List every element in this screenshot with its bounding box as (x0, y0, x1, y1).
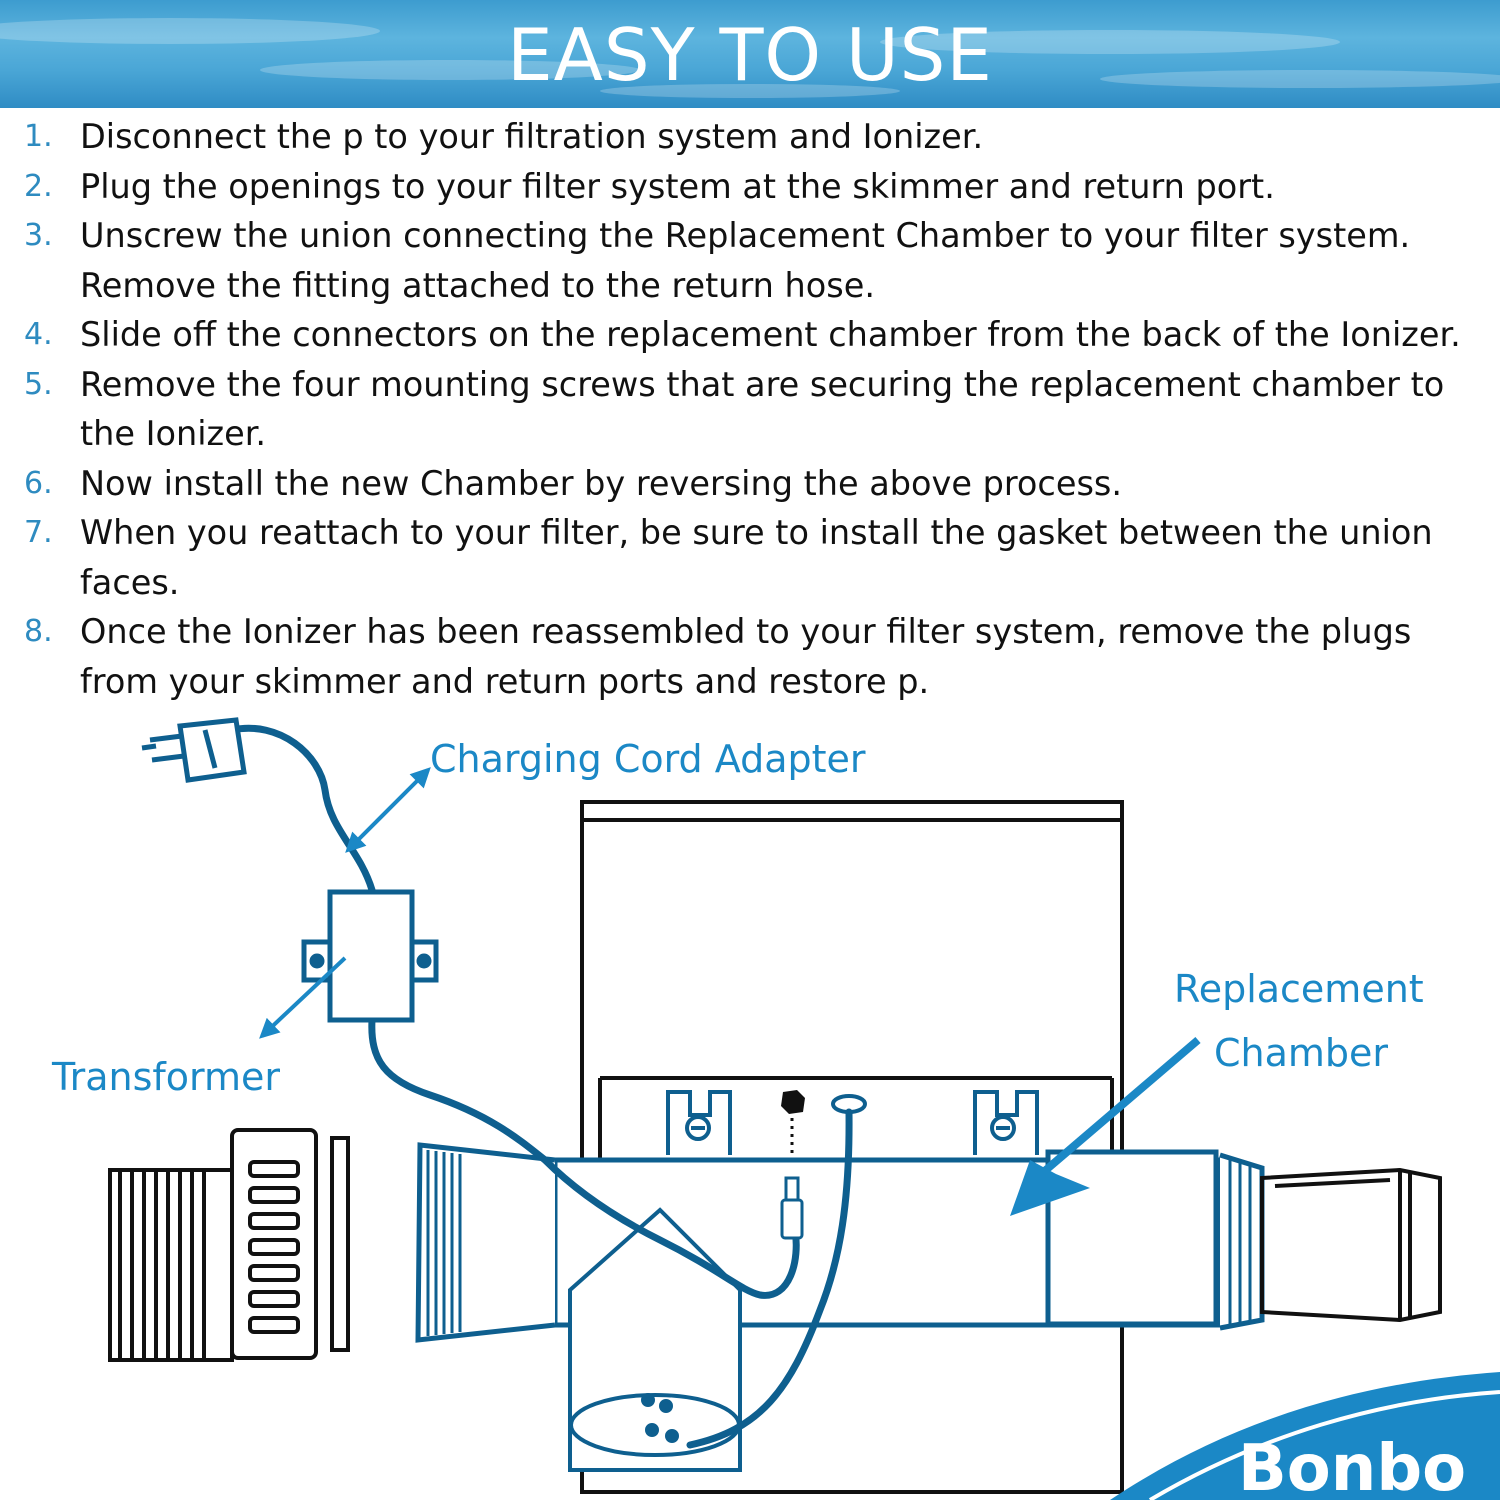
step-text: Remove the four mounting screws that are… (80, 364, 1445, 404)
step-text: Plug the openings to your filter system … (80, 166, 1275, 206)
step-text: Once the Ionizer has been reassembled to… (80, 612, 1412, 651)
step-number: 2. (24, 168, 53, 204)
power-plug (141, 717, 247, 783)
instruction-step-line: Remove the fitting attached to the retur… (0, 261, 1500, 311)
label-transformer: Transformer (51, 1055, 280, 1099)
step-text: Slide off the connectors on the replacem… (80, 315, 1461, 354)
pipe-threads-right (1228, 1160, 1252, 1324)
instruction-step-line: 8. Once the Ionizer has been reassembled … (0, 607, 1500, 657)
step-number: 8. (24, 614, 53, 649)
brand-name: Bonbo (1238, 1432, 1466, 1500)
step-number: 5. (24, 366, 53, 402)
header-banner: EASY TO USE (0, 0, 1500, 108)
instruction-step-line: 5. Remove the four mounting screws that a… (0, 360, 1500, 410)
step-number: 6. (24, 465, 53, 501)
step-number: 3. (24, 218, 53, 253)
label-replacement: Replacement (1174, 967, 1424, 1011)
step-number: 7. (24, 515, 53, 550)
replacement-chamber-arrow (1010, 1036, 1201, 1216)
hose-barb-right (1260, 1167, 1442, 1323)
instruction-step-line: 4. Slide off the connectors on the replac… (0, 310, 1500, 360)
pipe-threads-left (426, 1150, 462, 1336)
label-charging-cord-adapter: Charging Cord Adapter (430, 737, 866, 781)
instruction-step-line: from your skimmer and return ports and r… (0, 657, 1500, 707)
charging-cord-arrow (345, 767, 431, 853)
jack-plug (780, 1176, 804, 1240)
ionizer-diagram: Charging Cord Adapter Transformer Replac… (51, 717, 1500, 1500)
step-text: Now install the new Chamber by reversing… (80, 463, 1123, 503)
mounting-bracket-left (666, 1090, 732, 1155)
electrode-housing (568, 1207, 742, 1472)
instruction-list: 1. Disconnect the p to your filtration sy… (0, 112, 1500, 706)
transformer-box (301, 889, 439, 1023)
union-fitting (108, 1128, 350, 1362)
page-title: EASY TO USE (507, 13, 993, 97)
instruction-step-line: 6. Now install the new Chamber by reversi… (0, 459, 1500, 509)
step-text: When you reattach to your filter, be sur… (80, 513, 1433, 552)
step-text: faces. (80, 562, 180, 602)
instruction-step-line: 7. When you reattach to your filter, be s… (0, 508, 1500, 558)
label-chamber: Chamber (1214, 1031, 1388, 1075)
instruction-step-line: 3. Unscrew the union connecting the Repla… (0, 211, 1500, 261)
instruction-step-line: faces. (0, 558, 1500, 608)
instruction-step-line: the Ionizer. (0, 409, 1500, 459)
replacement-chamber (1045, 1149, 1219, 1327)
step-text: Unscrew the union connecting the Replace… (80, 216, 1411, 255)
step-number: 4. (24, 317, 53, 352)
power-cord (228, 724, 853, 1449)
mounting-bracket-right (973, 1090, 1039, 1155)
brand-logo: Bonbo (1110, 1372, 1500, 1500)
step-text: the Ionizer. (80, 414, 267, 453)
step-text: Disconnect the p to your filtration syst… (80, 117, 984, 156)
step-text: from your skimmer and return ports and r… (80, 661, 930, 701)
transformer-arrow (259, 956, 347, 1039)
instruction-step-line: 2. Plug the openings to your filter syste… (0, 162, 1500, 212)
step-text: Remove the fitting attached to the retur… (80, 265, 875, 305)
instruction-step-line: 1. Disconnect the p to your filtration sy… (0, 112, 1500, 162)
ionizer-panel (580, 800, 1124, 1494)
step-number: 1. (24, 119, 53, 154)
